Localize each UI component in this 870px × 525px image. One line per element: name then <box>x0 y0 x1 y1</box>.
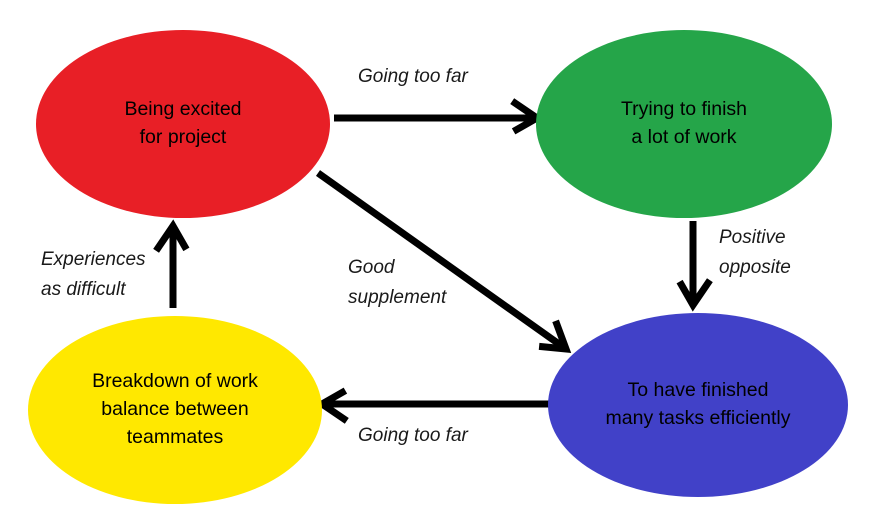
edge-excited-to-finished-label: Good supplement <box>348 257 447 308</box>
node-label-line: many tasks efficiently <box>606 407 791 429</box>
arrowhead-icon <box>153 219 190 253</box>
arrowhead-icon <box>676 278 713 312</box>
edge-excited-to-trying-label: Going too far <box>358 66 469 87</box>
red-node[interactable]: Being excited for project <box>36 30 330 218</box>
edge-label-line: Going too far <box>358 425 469 446</box>
edge-label-line: Going too far <box>358 66 469 87</box>
green-node[interactable]: Trying to finish a lot of work <box>536 30 832 218</box>
blue-node[interactable]: To have finished many tasks efficiently <box>548 313 848 497</box>
edge-label-line: supplement <box>348 287 447 308</box>
edge-label-line: Experiences <box>41 249 146 270</box>
node-label-line: Breakdown of work <box>92 370 258 392</box>
arrowhead-icon <box>315 387 349 424</box>
node-label-line: Being excited <box>124 98 241 120</box>
edge-finished-to-breakdown-label: Going too far <box>358 425 469 446</box>
node-ellipse <box>36 30 330 218</box>
edge-label-line: as difficult <box>41 279 126 300</box>
node-label-line: To have finished <box>628 379 769 401</box>
edge-trying-to-finished[interactable] <box>676 221 713 312</box>
edge-trying-to-finished-label: Positive opposite <box>719 227 791 278</box>
arrowhead-icon <box>538 319 572 354</box>
edge-label-line: Good <box>348 257 396 278</box>
edge-label-line: opposite <box>719 257 791 278</box>
yellow-node[interactable]: Breakdown of work balance between teammate… <box>28 316 322 504</box>
node-ellipse <box>548 313 848 497</box>
node-label-line: for project <box>140 126 227 148</box>
edge-excited-to-finished[interactable] <box>315 170 572 354</box>
edge-finished-to-breakdown[interactable] <box>315 387 549 424</box>
node-label-line: balance between <box>101 398 248 420</box>
edge-line <box>315 170 569 352</box>
node-label-line: a lot of work <box>631 126 736 148</box>
edge-label-line: Positive <box>719 227 786 248</box>
edge-excited-to-trying[interactable] <box>334 98 544 135</box>
node-ellipse <box>536 30 832 218</box>
edge-breakdown-to-excited[interactable] <box>153 219 190 308</box>
edges-layer <box>153 98 713 424</box>
node-label-line: Trying to finish <box>621 98 747 120</box>
edge-breakdown-to-excited-label: Experiences as difficult <box>41 249 146 300</box>
node-label-line: teammates <box>127 426 224 448</box>
node-ellipse <box>28 316 322 504</box>
nodes-layer: Being excited for project Trying to finish… <box>28 30 848 504</box>
